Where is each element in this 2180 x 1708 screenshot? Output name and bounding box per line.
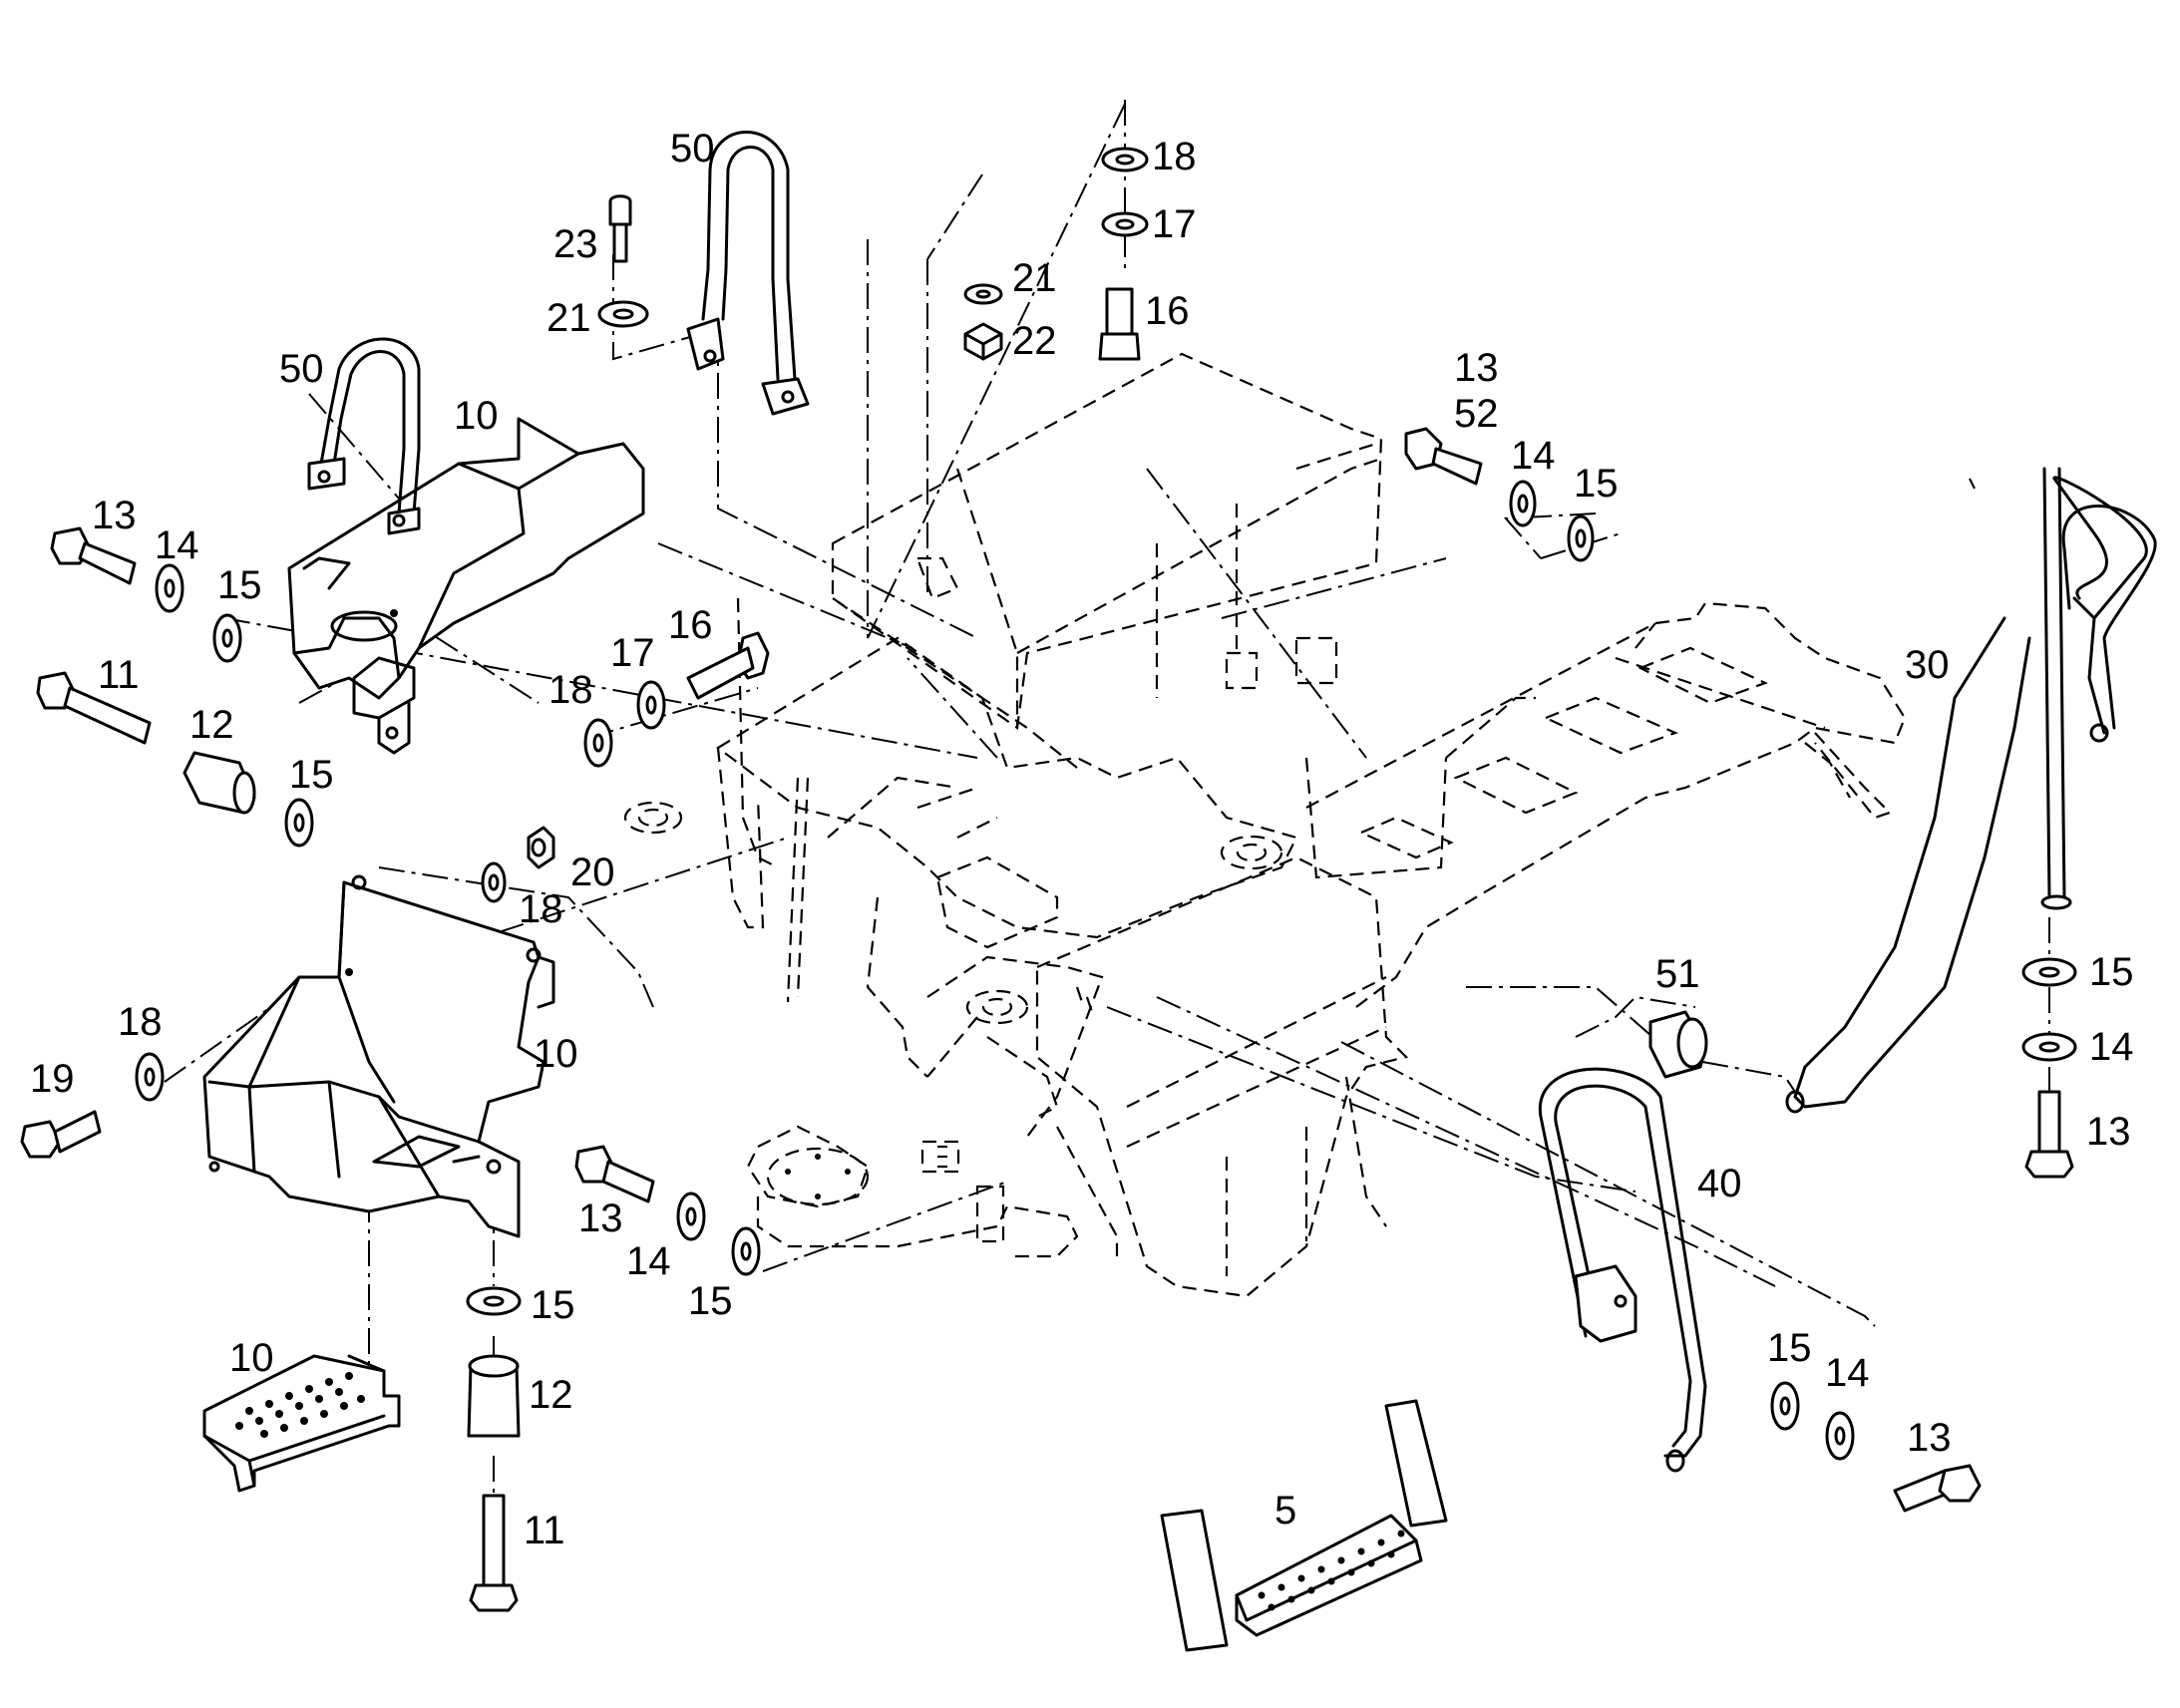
callout-20: 20 xyxy=(570,851,615,894)
fastener-nuts xyxy=(527,322,1003,869)
callout-10-seat: 10 xyxy=(534,1032,578,1076)
callout-14-top-right: 14 xyxy=(1511,434,1556,478)
callout-5: 5 xyxy=(1274,1489,1296,1533)
callout-15-left: 15 xyxy=(217,563,262,607)
callout-21-right: 21 xyxy=(1012,256,1057,300)
callout-13-bottom-right: 13 xyxy=(1907,1416,1952,1460)
callout-15-right: 15 xyxy=(2089,950,2134,994)
callout-18-lower-mid: 18 xyxy=(519,887,563,931)
callout-11-left: 11 xyxy=(98,653,140,697)
callout-17-mid: 17 xyxy=(610,631,655,675)
callout-14-right: 14 xyxy=(2089,1025,2134,1069)
step-5-holes xyxy=(1258,1530,1405,1611)
callout-15-top-right: 15 xyxy=(1574,462,1619,506)
callout-13-mid: 13 xyxy=(578,1196,623,1240)
handrail-part-30 xyxy=(1785,467,2157,1114)
callout-18-mid: 18 xyxy=(548,668,593,712)
step-holes xyxy=(235,1372,365,1438)
callout-18-top: 18 xyxy=(1152,135,1197,178)
callout-12-bottom: 12 xyxy=(529,1373,573,1417)
step-part-10 xyxy=(202,1354,401,1493)
callout-21-left: 21 xyxy=(546,296,591,340)
callout-50-top: 50 xyxy=(670,127,715,171)
callout-15-bottom-right: 15 xyxy=(1767,1326,1812,1370)
callout-16-mid: 16 xyxy=(668,603,713,647)
handrail-part-50-top xyxy=(686,131,810,416)
callout-14-bottom-right: 14 xyxy=(1825,1351,1870,1395)
callout-10-console: 10 xyxy=(454,394,499,438)
callout-12-left: 12 xyxy=(189,703,234,747)
callout-50-left: 50 xyxy=(279,347,324,391)
bushing-part-51 xyxy=(1648,1010,1708,1079)
callout-15-bottom-left: 15 xyxy=(531,1283,575,1327)
callout-13-left: 13 xyxy=(92,494,137,537)
handrail-part-40 xyxy=(1538,1067,1707,1473)
fastener-bolts xyxy=(20,194,2074,1612)
callout-19: 19 xyxy=(30,1057,75,1101)
callout-15-left-lower: 15 xyxy=(289,753,334,797)
console-tray-part-10 xyxy=(287,417,645,755)
fastener-spacers xyxy=(182,751,521,1438)
callout-13-right: 13 xyxy=(2086,1110,2131,1154)
callout-40: 40 xyxy=(1697,1162,1742,1205)
callout-10-step: 10 xyxy=(229,1336,274,1380)
step-part-5 xyxy=(1160,1399,1448,1652)
chassis-frame-outline xyxy=(716,352,1907,1298)
callout-15-mid: 15 xyxy=(688,1279,733,1323)
callout-22: 22 xyxy=(1012,319,1057,363)
callout-13-top-right: 13 xyxy=(1454,346,1499,390)
callout-17-top: 17 xyxy=(1152,202,1197,246)
handrail-part-50-left xyxy=(307,337,421,535)
callout-16-top: 16 xyxy=(1145,289,1190,333)
callout-14-left: 14 xyxy=(155,523,199,567)
callout-18-left: 18 xyxy=(118,1000,163,1044)
frame-mount-pads xyxy=(623,801,1283,1243)
callout-52: 52 xyxy=(1454,392,1499,436)
callout-14-mid: 14 xyxy=(626,1239,671,1283)
callout-11-bottom: 11 xyxy=(524,1509,565,1552)
part-callouts: 50 23 21 18 17 21 22 16 13 52 14 15 50 1… xyxy=(30,127,2134,1552)
fastener-washers xyxy=(135,147,2077,1461)
seat-pan-part-10 xyxy=(202,874,555,1238)
callout-30: 30 xyxy=(1905,643,1950,687)
callout-23: 23 xyxy=(553,222,598,266)
callout-51: 51 xyxy=(1655,952,1700,996)
